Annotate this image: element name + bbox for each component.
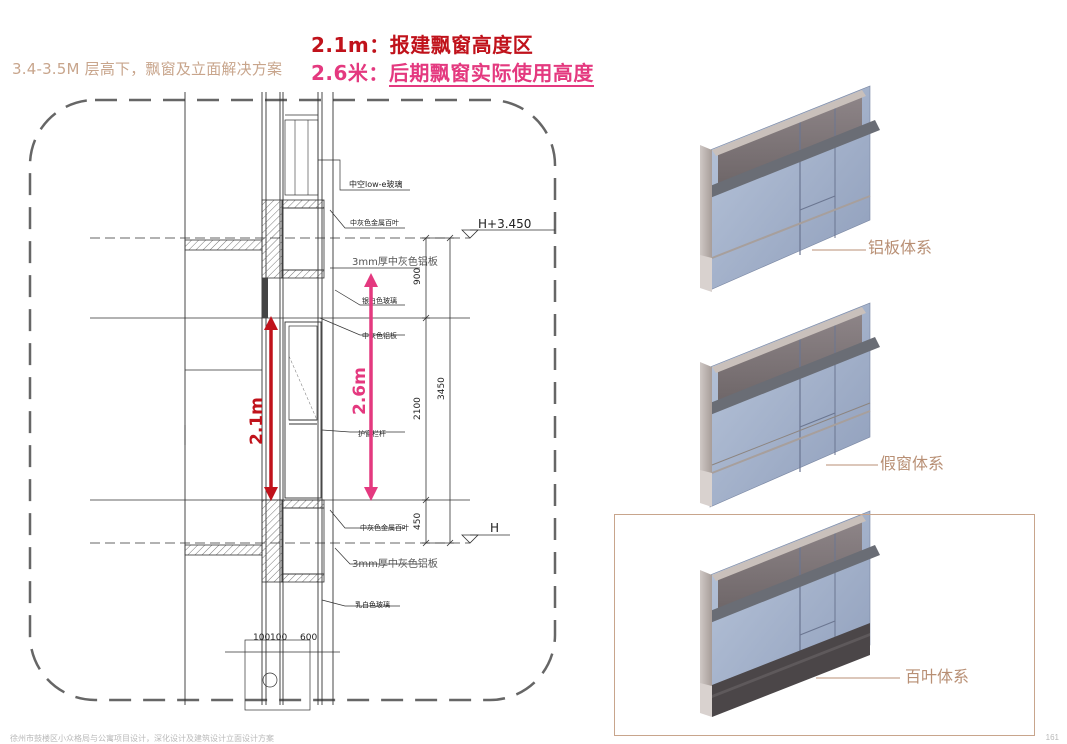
- aluminum-plate-model: [700, 85, 880, 292]
- dim-450: 450: [413, 513, 423, 530]
- arrow-2-1m-label: 2.1m: [247, 397, 267, 445]
- note-louver-bottom: 中灰色金属百叶: [360, 523, 409, 532]
- label-louver-system: 百叶体系: [905, 667, 970, 686]
- dim-600: 600: [300, 633, 317, 643]
- label-fake-window-system: 假窗体系: [880, 454, 945, 473]
- highlight-actual-prefix: 2.6米：: [311, 61, 389, 85]
- page-number: 161: [1045, 733, 1059, 742]
- dim-100-a: 100: [253, 633, 270, 643]
- arrow-2-6m-label: 2.6m: [350, 367, 370, 415]
- dim-900: 900: [413, 268, 423, 285]
- louver-highlight-frame: [614, 514, 1035, 736]
- note-milk-glass: 乳白色玻璃: [355, 600, 390, 609]
- dim-3450: 3450: [437, 377, 447, 400]
- note-plate-top: 3mm厚中灰色铝板: [352, 255, 438, 268]
- highlight-actual-text: 后期飘窗实际使用高度: [388, 61, 594, 87]
- fake-window-model: [700, 302, 880, 508]
- louver-model: [700, 510, 900, 717]
- level-top-marker: H+3.450: [478, 217, 531, 231]
- note-glass: 中空low-e玻璃: [349, 179, 402, 189]
- note-window-glass: 银白色玻璃: [362, 296, 397, 305]
- dim-100-b: 100: [270, 633, 287, 643]
- note-al-plate: 中灰色铝板: [362, 331, 397, 340]
- highlight-reported-height: 2.1m：报建飘窗高度区: [311, 33, 534, 57]
- note-louver-top: 中灰色金属百叶: [350, 218, 399, 227]
- dashed-frame: [28, 98, 557, 702]
- footer-text: 徐州市鼓楼区小众格局与公寓项目设计，深化设计及建筑设计立面设计方案: [10, 734, 274, 743]
- page-subtitle: 3.4-3.5M 层高下，飘窗及立面解决方案: [12, 60, 283, 78]
- label-aluminum-plate-system: 铝板体系: [868, 238, 933, 257]
- dim-2100: 2100: [413, 397, 423, 420]
- note-plate-bottom: 3mm厚中灰色铝板: [352, 557, 438, 570]
- level-bottom-marker: H: [490, 521, 499, 535]
- highlight-actual-height: 2.6米：后期飘窗实际使用高度: [311, 57, 594, 87]
